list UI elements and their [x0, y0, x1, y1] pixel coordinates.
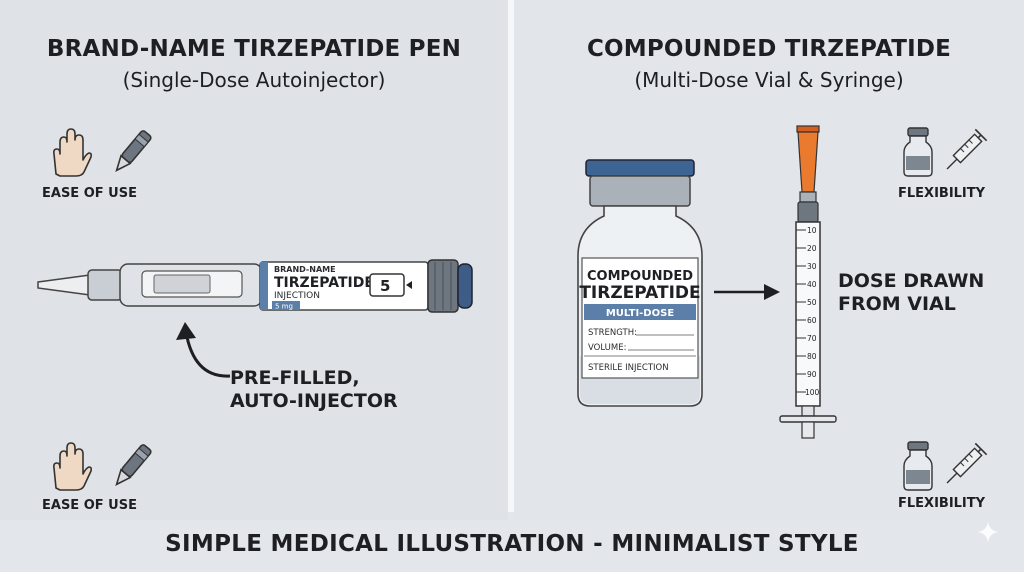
syringe-tick-70: 70: [807, 334, 817, 343]
syringe-tick-30: 30: [807, 262, 817, 271]
right-arrow-icon: [714, 284, 780, 300]
panel-divider: [508, 0, 514, 512]
left-title: BRAND-NAME TIRZEPATIDE PEN: [46, 36, 462, 62]
left-callout-line1: PRE-FILLED,: [230, 367, 360, 389]
left-callout-line2: AUTO-INJECTOR: [230, 390, 398, 412]
vial-volume-label: VOLUME:: [588, 343, 626, 353]
syringe-tick-60: 60: [807, 316, 817, 325]
ease-of-use-label-bottom: EASE OF USE: [42, 498, 137, 513]
hand-pen-icon-bottom: [53, 442, 152, 491]
right-callout-line1: DOSE DRAWN: [838, 270, 985, 292]
right-callout-line2: FROM VIAL: [838, 293, 956, 315]
right-callout: DOSE DRAWN FROM VIAL: [838, 270, 984, 316]
footer-caption: SIMPLE MEDICAL ILLUSTRATION - MINIMALIST…: [165, 531, 859, 557]
flexibility-label-bottom: FLEXIBILITY: [898, 496, 986, 511]
syringe-tick-90: 90: [807, 370, 817, 379]
hand-pen-icon: [53, 128, 152, 177]
vial-syringe-icon: [903, 127, 988, 177]
flexibility-label-top: FLEXIBILITY: [898, 186, 986, 201]
sparkle-icon: [977, 521, 999, 543]
pen-form-label: INJECTION: [274, 291, 320, 301]
curved-arrow-icon: [176, 322, 231, 378]
left-panel: [0, 0, 508, 520]
pen-strength-label: 5 mg: [275, 303, 293, 311]
autoinjector-pen: BRAND-NAME TIRZEPATIDE INJECTION 5 mg 5: [37, 259, 473, 313]
vial-footer-label: STERILE INJECTION: [588, 363, 669, 373]
vial-label-line1: COMPOUNDED: [587, 269, 693, 284]
syringe-tick-40: 40: [807, 280, 817, 289]
vial-band-label: MULTI-DOSE: [606, 308, 674, 319]
vial-strength-label: STRENGTH:: [588, 328, 637, 338]
syringe-ticks: [796, 229, 806, 393]
syringe-tick-100: 100: [805, 388, 820, 397]
pen-brand-label: BRAND-NAME: [274, 265, 336, 274]
syringe-tick-50: 50: [807, 298, 817, 307]
left-callout: PRE-FILLED, AUTO-INJECTOR: [230, 367, 398, 413]
right-subtitle: (Multi-Dose Vial & Syringe): [634, 68, 904, 92]
syringe-tick-20: 20: [807, 244, 817, 253]
syringe: 10 20 30 40 50 60 70 80 90 100: [779, 125, 837, 439]
vial-label-line2: TIRZEPATIDE: [579, 283, 700, 303]
syringe-tick-10: 10: [807, 226, 817, 235]
vial-syringe-icon-bottom: [903, 441, 988, 491]
pen-dose-number: 5: [380, 277, 390, 295]
multi-dose-vial: COMPOUNDED TIRZEPATIDE MULTI-DOSE STRENG…: [577, 159, 703, 407]
right-title: COMPOUNDED TIRZEPATIDE: [586, 36, 952, 62]
left-subtitle: (Single-Dose Autoinjector): [122, 68, 386, 92]
syringe-tick-80: 80: [807, 352, 817, 361]
ease-of-use-label-top: EASE OF USE: [42, 186, 137, 201]
pen-name-label: TIRZEPATIDE: [274, 275, 374, 291]
